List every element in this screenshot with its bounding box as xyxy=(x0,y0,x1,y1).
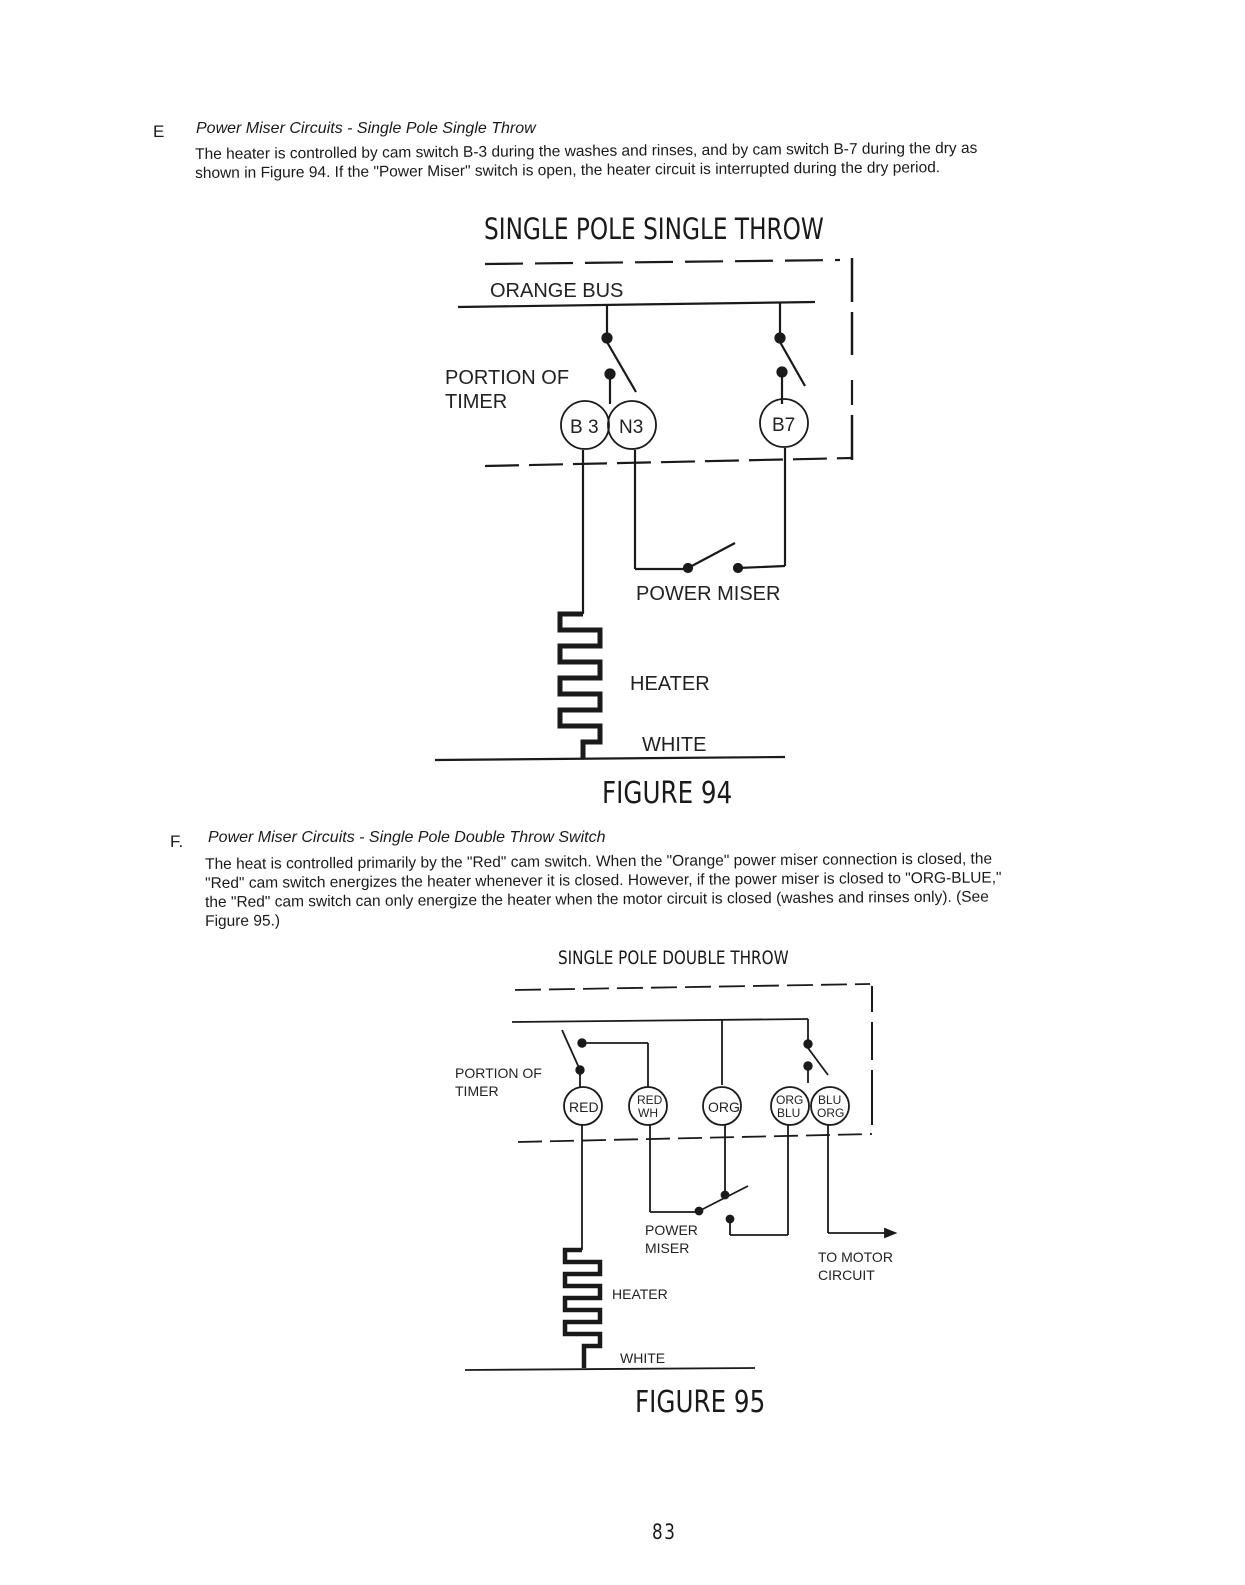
fig94-b7-label: B7 xyxy=(772,415,795,436)
section-f-title: Power Miser Circuits - Single Pole Doubl… xyxy=(208,829,606,846)
fig94-dashed-bottom xyxy=(484,456,853,468)
fig94-b3-switch-blade xyxy=(606,341,637,393)
fig94-timer-label: TIMER xyxy=(445,391,507,413)
fig95-to-motor-label: TO MOTOR xyxy=(818,1249,893,1265)
fig94-b3-label: B 3 xyxy=(570,417,599,438)
fig94-portion-of-label: PORTION OF xyxy=(445,367,569,389)
section-e-letter: E xyxy=(153,122,165,141)
fig94-white-line xyxy=(434,755,786,762)
fig94-b7-switch-blade xyxy=(779,341,806,387)
fig95-circuit-label: CIRCUIT xyxy=(818,1267,875,1283)
fig95-dashed-top xyxy=(514,983,871,991)
section-f-paragraph: The heat is controlled primarily by the … xyxy=(205,851,1205,931)
fig94-labels: ORANGE BUS PORTION OF TIMER B 3 N3 B7 PO… xyxy=(445,280,795,756)
fig94-orange-bus-line xyxy=(457,300,816,309)
page-number: 83 xyxy=(652,1520,677,1544)
fig95-red-wh-label-1: RED xyxy=(637,1093,663,1107)
fig95-motor-arrow xyxy=(884,1227,898,1239)
figure94-caption: FIGURE 94 xyxy=(602,776,733,811)
fig95-power-miser-switch xyxy=(698,1185,749,1212)
figure94-heading: SINGLE POLE SINGLE THROW xyxy=(484,212,824,246)
fig95-org-label: ORG xyxy=(708,1099,740,1115)
fig95-blu-org-label-1: BLU xyxy=(818,1093,841,1107)
fig95-red-label: RED xyxy=(569,1099,599,1115)
figure95-caption: FIGURE 95 xyxy=(635,1385,766,1420)
fig95-labels: PORTION OF TIMER RED RED WH ORG ORG BLU … xyxy=(455,1065,893,1366)
fig95-dashed-bottom xyxy=(517,1133,873,1143)
fig95-timer-label: TIMER xyxy=(455,1083,499,1099)
fig95-white-label: WHITE xyxy=(620,1350,665,1366)
fig94-heater-label: HEATER xyxy=(630,673,710,695)
fig94-power-miser-label: POWER MISER xyxy=(636,583,780,605)
fig95-heater-label: HEATER xyxy=(612,1286,668,1302)
section-f-letter: F. xyxy=(170,832,184,851)
fig95-portion-of-label: PORTION OF xyxy=(455,1065,542,1081)
fig95-heater-element xyxy=(562,1247,603,1368)
fig95-org-blu-label-2: BLU xyxy=(777,1106,800,1120)
fig95-white-line xyxy=(464,1367,756,1371)
fig95-blu-org-label-2: ORG xyxy=(817,1106,844,1120)
fig95-red-wh-label-2: WH xyxy=(638,1106,658,1120)
fig95-org-blu-label-1: ORG xyxy=(776,1093,803,1107)
section-e-paragraph: The heater is controlled by cam switch B… xyxy=(195,140,1195,183)
fig94-power-miser-switch xyxy=(687,542,736,569)
fig94-dashed-top xyxy=(484,258,841,266)
fig94-n3-label: N3 xyxy=(619,417,643,438)
fig95-power-label: POWER xyxy=(645,1222,698,1238)
fig94-orange-bus-label: ORANGE BUS xyxy=(490,280,623,302)
fig94-white-label: WHITE xyxy=(642,734,706,756)
fig95-bus-line xyxy=(511,1018,809,1023)
section-e-title: Power Miser Circuits - Single Pole Singl… xyxy=(196,120,536,137)
figure95-heading: SINGLE POLE DOUBLE THROW xyxy=(558,947,789,969)
fig94-heater-element xyxy=(557,611,603,758)
fig95-miser-label: MISER xyxy=(645,1240,689,1256)
